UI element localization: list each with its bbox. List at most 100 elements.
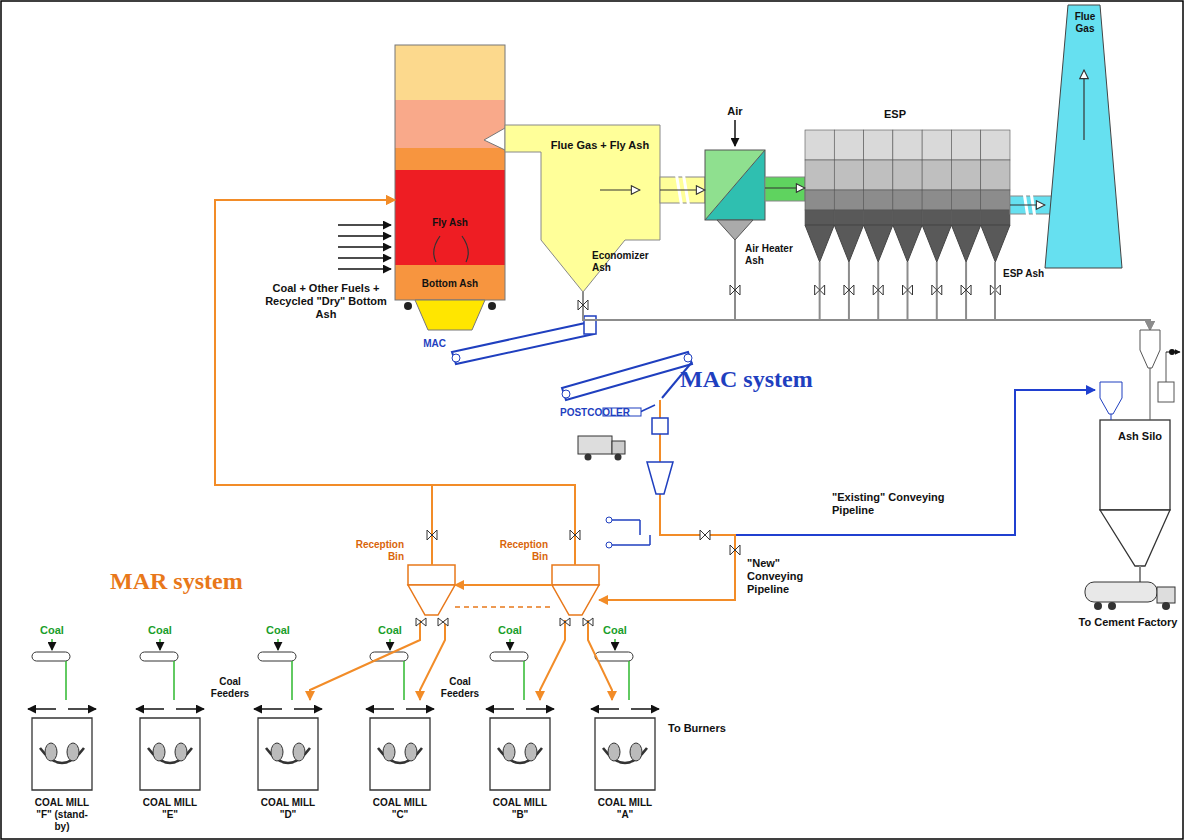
esp-box: ESPESP Ash xyxy=(805,130,1010,262)
coal-label: Coal xyxy=(490,624,530,637)
mac-conveyor-box: MAC xyxy=(450,318,595,368)
esp-field-part xyxy=(981,130,1010,160)
node-label: Reception Bin xyxy=(350,539,404,563)
ash-line xyxy=(995,262,1150,330)
coal-label: Coal xyxy=(595,624,635,637)
pneumatic-feed-part xyxy=(639,520,641,535)
mill-and-feeder-part xyxy=(45,743,57,761)
ash-silo-part xyxy=(1139,566,1141,582)
node-label: COAL MILL "D" xyxy=(256,797,320,821)
pneumatic-feed-part xyxy=(649,535,651,545)
valves-part xyxy=(427,530,437,540)
boiler-furnace-part xyxy=(395,265,505,300)
valves-part xyxy=(583,618,593,626)
fuel-arrows-part xyxy=(338,268,391,270)
esp-field-part xyxy=(961,285,971,295)
node-label: MAC xyxy=(410,338,446,350)
valves-part xyxy=(416,618,426,626)
mac-conveyor xyxy=(452,316,596,364)
esp-field-part xyxy=(922,225,951,262)
silo-cyclones-part xyxy=(1100,382,1122,414)
boiler-furnace-part xyxy=(404,302,412,310)
postcooler-box: POSTCOOLER xyxy=(560,345,695,400)
mill-and-feeder xyxy=(28,639,96,790)
fuel-arrows-part xyxy=(338,235,391,237)
esp-field-part xyxy=(893,190,922,210)
reception-bins-part xyxy=(408,585,455,615)
mill-and-feeder-part xyxy=(294,708,322,710)
boiler-furnace-part xyxy=(395,148,505,170)
node-sublabel: Air Heater Ash xyxy=(745,243,805,267)
esp-field-part xyxy=(981,160,1010,190)
mill-and-feeder-part xyxy=(293,743,305,761)
mill-and-feeder xyxy=(136,639,204,790)
truck-unloading-part xyxy=(612,441,625,454)
esp-field-part xyxy=(981,225,1010,262)
air-heater-part xyxy=(717,220,753,240)
stack-part xyxy=(1083,70,1084,140)
coal-mill: COAL MILL "B" xyxy=(485,700,555,790)
postcooler-conveyor-part xyxy=(562,352,692,400)
mill-and-feeder-part xyxy=(28,708,56,710)
pneumatic-feed-part xyxy=(647,462,673,494)
pipeline-label: "Existing" Conveying Pipeline xyxy=(830,490,954,518)
esp-field-part xyxy=(834,130,863,160)
ash-line xyxy=(583,292,1150,330)
coal-mill: COAL MILL "F" (stand-by) xyxy=(27,700,97,790)
mill-and-feeder-part xyxy=(406,708,434,710)
tanker-truck-part xyxy=(1085,582,1157,602)
esp-filter xyxy=(805,130,1010,320)
mill-and-feeder-part xyxy=(486,708,514,710)
esp-field-part xyxy=(834,160,863,190)
mill-and-feeder-part xyxy=(370,718,430,790)
valves-part xyxy=(438,618,448,626)
mill-and-feeder-part xyxy=(176,708,204,710)
node-sublabel: ESP Ash xyxy=(1003,268,1051,280)
mill-and-feeder-part xyxy=(595,652,633,661)
mill-and-feeder-part xyxy=(503,743,515,761)
esp-field-part xyxy=(951,225,980,262)
reception-bins-part xyxy=(408,565,455,585)
valves-part xyxy=(560,618,570,626)
air-heater-part xyxy=(705,150,765,220)
reception-bins-part xyxy=(455,606,552,608)
mac-conveyor-part xyxy=(452,354,460,362)
postcooler-conveyor-part xyxy=(684,354,692,362)
pipeline-label: "New" Conveying Pipeline xyxy=(745,556,833,598)
esp-field-part xyxy=(951,210,980,225)
coal-label: Coal xyxy=(140,624,180,637)
mill-and-feeder xyxy=(591,639,659,790)
boiler-furnace-part xyxy=(434,236,440,262)
esp-field-part xyxy=(864,160,893,190)
mill-and-feeder-part xyxy=(159,639,161,650)
esp-field-part xyxy=(864,225,893,262)
mill-and-feeder-part xyxy=(526,708,554,710)
mill-and-feeder xyxy=(254,639,322,790)
esp-field-part xyxy=(805,130,834,160)
mac-conveyor-part xyxy=(452,322,594,364)
air-heater-part xyxy=(734,120,736,146)
postcooler-conveyor xyxy=(562,352,692,400)
mar-pipeline xyxy=(599,400,735,600)
esp-field xyxy=(805,130,834,320)
node-label: COAL MILL "C" xyxy=(368,797,432,821)
truck-unloading-part xyxy=(578,436,612,454)
valves-part xyxy=(570,530,580,540)
esp-field xyxy=(893,130,922,320)
feeder-label: Coal Feeders xyxy=(207,676,253,700)
esp-field-part xyxy=(844,285,854,295)
esp-field-part xyxy=(864,130,893,160)
coal-label: Coal xyxy=(32,624,72,637)
pneumatic-feed-part xyxy=(652,418,668,434)
esp-field-part xyxy=(805,190,834,210)
node-label: Flue Gas xyxy=(1068,11,1102,35)
esp-field-part xyxy=(864,190,893,210)
stack xyxy=(1010,5,1122,268)
air-heater-part xyxy=(705,150,765,220)
esp-field-part xyxy=(893,130,922,160)
node-label: COAL MILL "A" xyxy=(593,797,657,821)
node-label: Air xyxy=(715,105,755,118)
